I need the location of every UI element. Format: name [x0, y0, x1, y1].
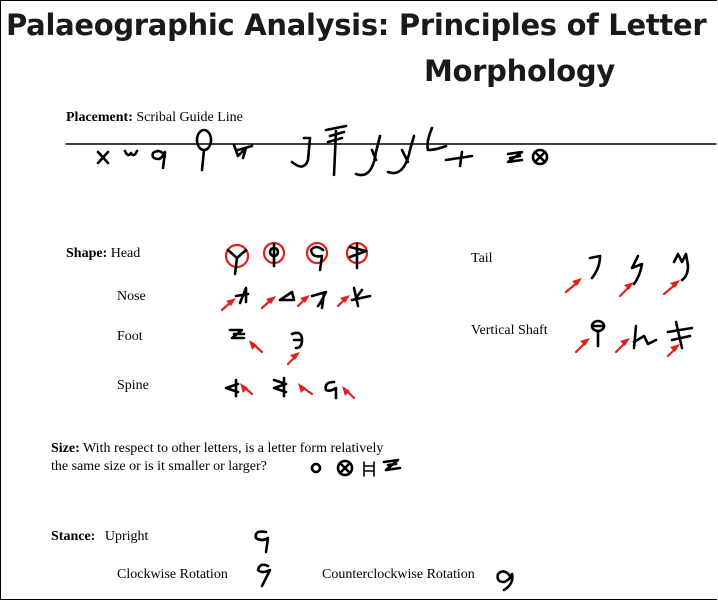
glyph-hook-2	[354, 134, 382, 177]
shape-foot-examples	[228, 328, 304, 366]
shaft-glyph-1	[574, 319, 606, 354]
shape-spine-label: Spine	[117, 378, 149, 393]
placement-letter-row	[96, 124, 549, 177]
glyph-hook-1	[290, 136, 312, 168]
glyph-mem-small	[232, 143, 254, 160]
slide-title-line-2: Morphology	[424, 54, 615, 88]
tail-glyph-2	[618, 254, 644, 298]
stance-glyph-upright	[254, 530, 270, 554]
shape-head-examples	[224, 241, 369, 276]
glyph-qoph-loop	[195, 128, 213, 172]
shaft-glyph-2	[614, 324, 658, 354]
glyph-zayin	[506, 150, 524, 164]
foot-glyph-2	[286, 331, 304, 366]
stance-label: Stance:	[51, 529, 96, 544]
stance-counterclockwise-label: Counterclockwise Rotation	[322, 567, 475, 582]
nose-glyph-4	[336, 286, 372, 308]
head-glyph-1	[224, 243, 250, 276]
head-glyph-4	[345, 241, 369, 270]
size-glyph-zayin	[382, 458, 402, 472]
glyph-taw-cross	[444, 150, 474, 168]
foot-glyph-1	[228, 328, 264, 354]
placement-heading: Placement: Scribal Guide Line	[66, 110, 243, 126]
tail-glyph-1	[564, 254, 602, 294]
head-glyph-3	[305, 241, 329, 272]
size-glyph-heth	[363, 461, 375, 477]
shape-spine-examples	[224, 376, 356, 400]
glyph-hook-3	[386, 134, 416, 175]
glyph-shaft-branched	[324, 124, 348, 177]
glyph-q	[151, 149, 167, 170]
placement-text: Scribal Guide Line	[136, 110, 243, 125]
glyph-w	[123, 149, 139, 157]
nose-glyph-1	[220, 286, 250, 312]
stance-heading: Stance: Upright	[51, 529, 148, 545]
nose-glyph-2	[260, 290, 296, 310]
stance-clockwise-label: Clockwise Rotation	[117, 567, 228, 582]
size-text-2: the same size or is it smaller or larger…	[51, 459, 267, 474]
placement-label: Placement:	[66, 110, 133, 125]
nose-glyph-3	[296, 290, 328, 310]
glyph-circle-cross	[531, 148, 549, 166]
shape-heading: Shape: Head	[66, 246, 140, 262]
shape-vertical-shaft-examples	[574, 319, 694, 358]
stance-upright-label: Upright	[104, 529, 149, 544]
stance-glyph-counterclockwise	[496, 570, 514, 592]
size-text-1: With respect to other letters, is a lett…	[83, 441, 384, 456]
head-glyph-2	[262, 241, 286, 268]
size-glyph-row	[310, 458, 402, 477]
glyph-x	[96, 150, 110, 165]
size-label: Size:	[51, 441, 80, 456]
size-line-1: Size: With respect to other letters, is …	[51, 441, 383, 457]
spine-glyph-1	[224, 378, 254, 398]
stance-glyph-clockwise	[256, 563, 272, 588]
size-glyph-circle-cross	[336, 459, 354, 477]
shape-foot-label: Foot	[117, 329, 143, 344]
glyph-lamed	[426, 126, 448, 152]
shape-label: Shape:	[66, 246, 108, 261]
spine-glyph-3	[324, 380, 356, 400]
shape-nose-label: Nose	[117, 289, 146, 304]
shape-nose-examples	[220, 286, 372, 312]
shape-vertical-shaft-label: Vertical Shaft	[471, 323, 548, 338]
shape-tail-label: Tail	[471, 251, 493, 266]
spine-glyph-2	[272, 376, 314, 398]
shaft-glyph-3	[666, 320, 694, 358]
shape-head-label: Head	[110, 246, 141, 261]
tail-glyph-3	[662, 252, 690, 296]
slide-title-line-1: Palaeographic Analysis: Principles of Le…	[6, 8, 707, 42]
shape-tail-examples	[564, 252, 690, 298]
size-glyph-small-circle	[310, 462, 322, 474]
